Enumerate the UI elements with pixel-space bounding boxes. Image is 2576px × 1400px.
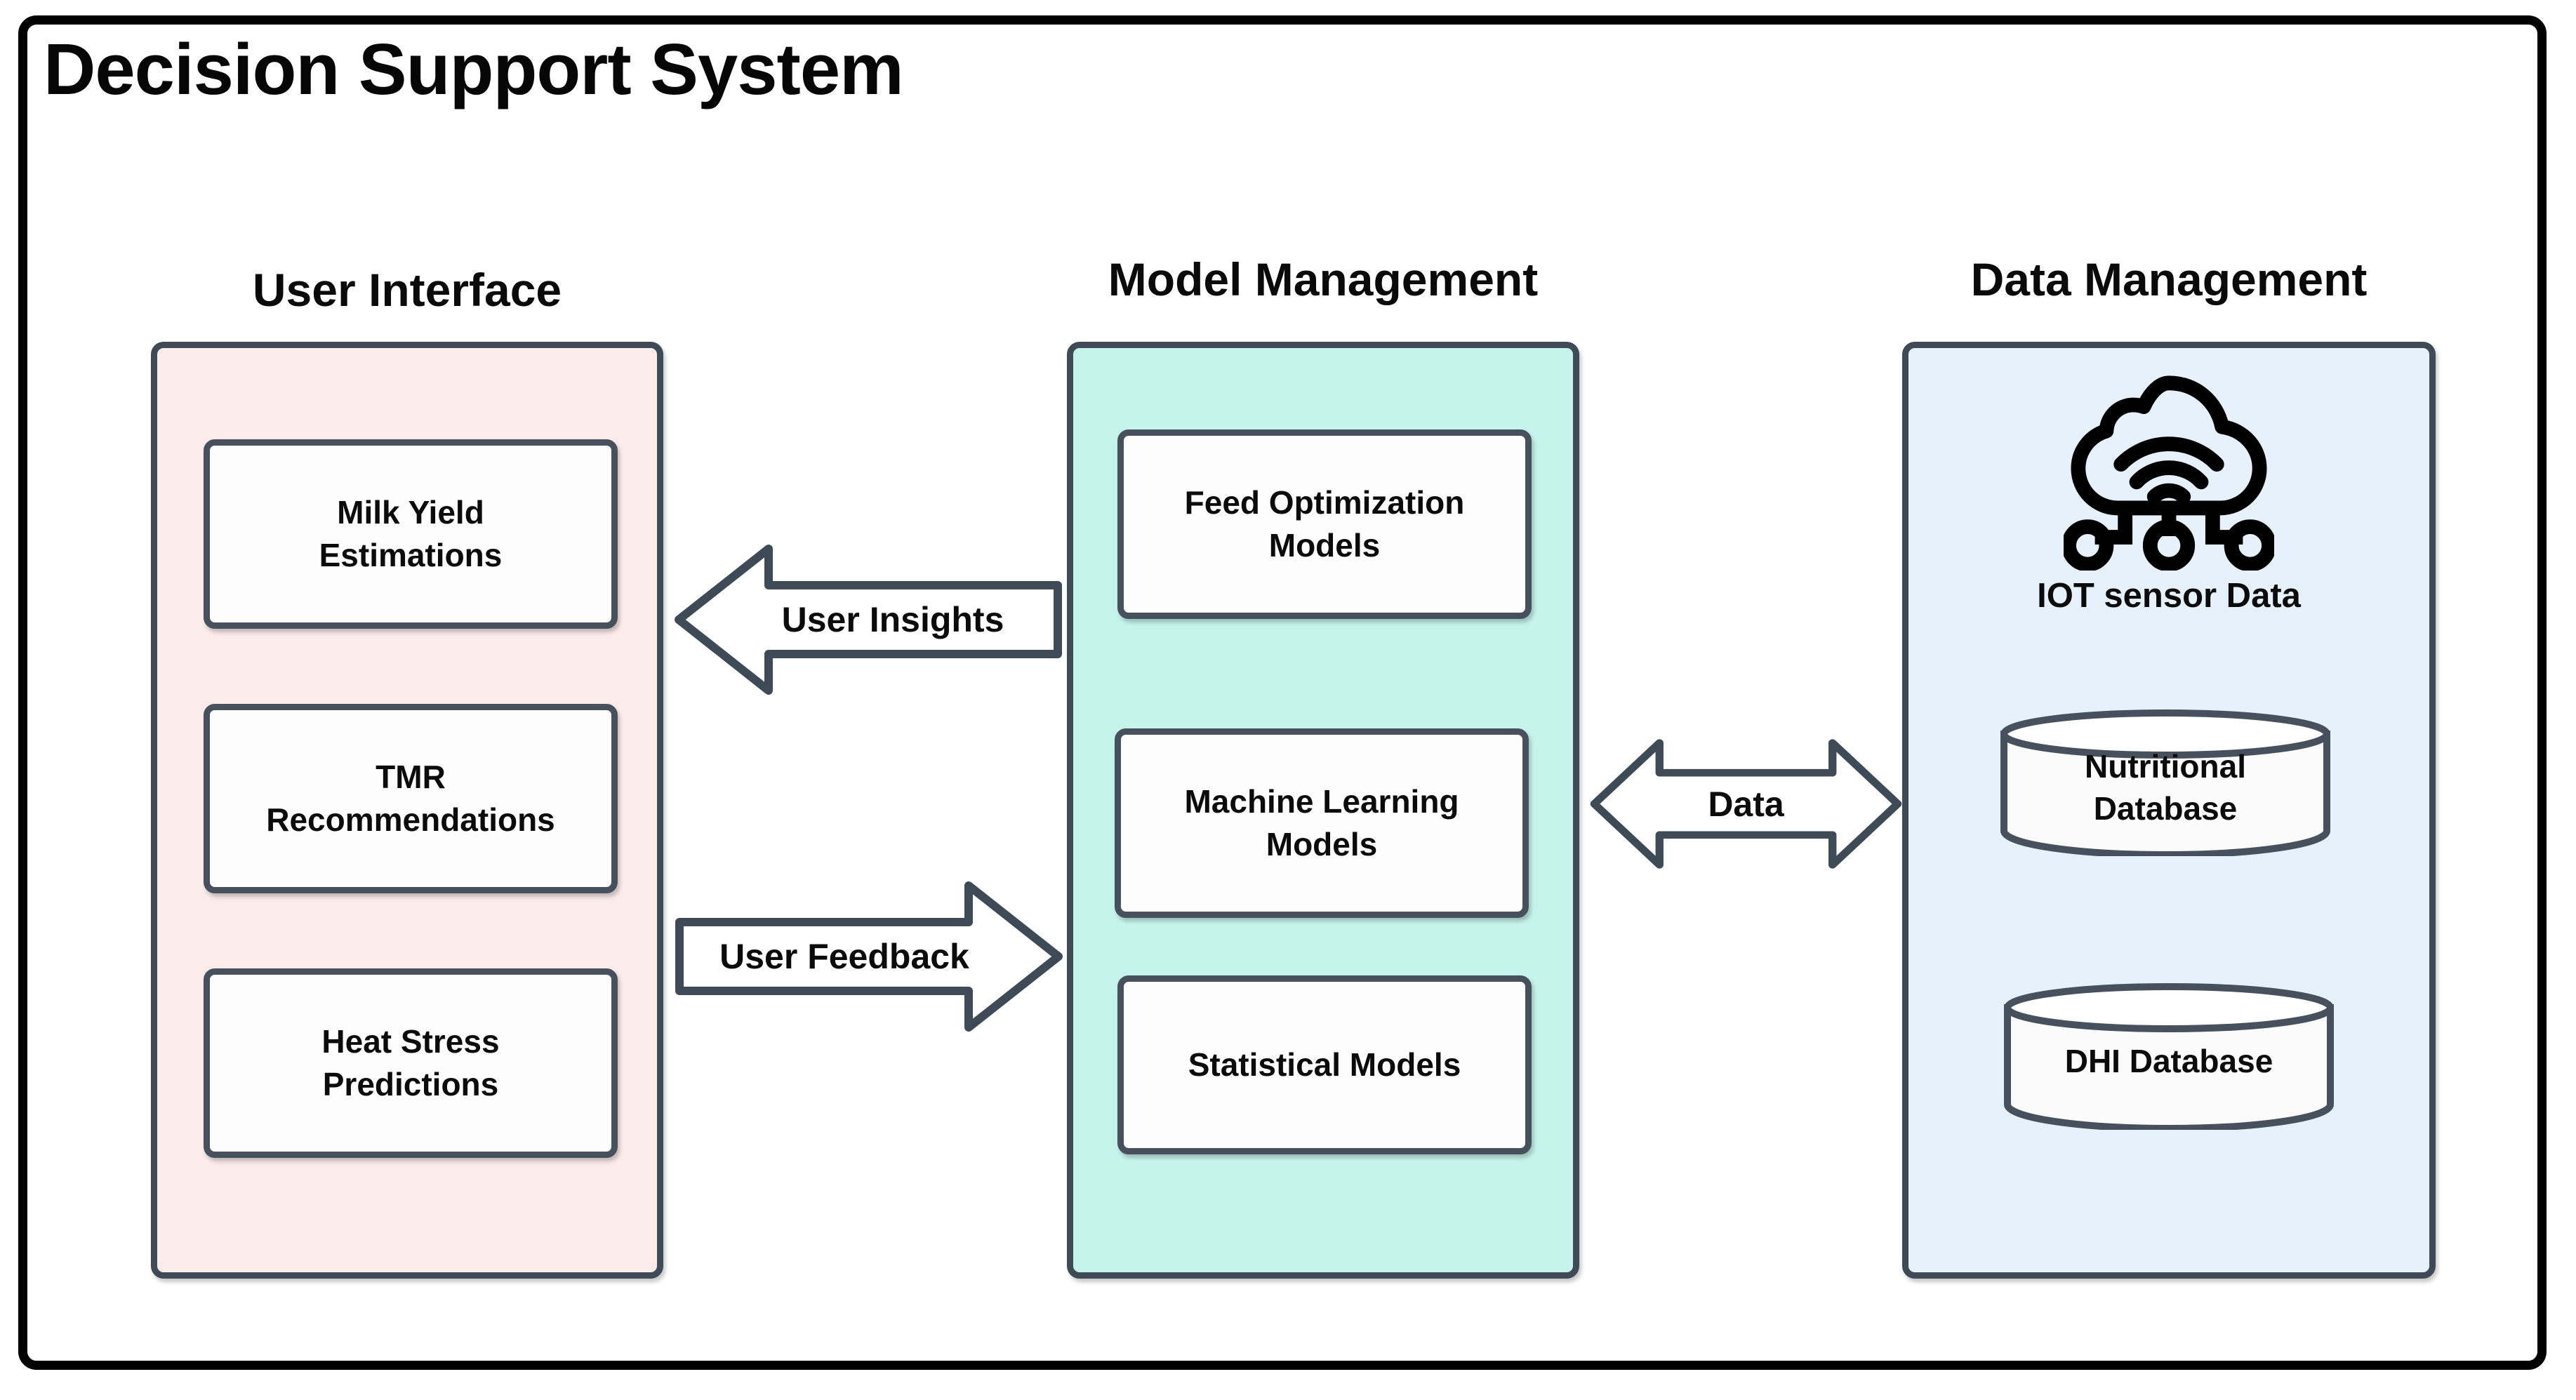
double-arrow-icon	[1590, 739, 1902, 869]
left-arrow-icon	[675, 545, 1062, 695]
user-interface-group-title: User Interface	[252, 264, 562, 316]
node-statistical-models[interactable]: Statistical Models	[1117, 975, 1532, 1154]
arrow-user-feedback: User Feedback	[674, 876, 1067, 1037]
database-cylinder-shape	[2004, 983, 2334, 1130]
data-management-group-title: Data Management	[1970, 253, 2368, 305]
dhi-database-label: DHI Database	[2064, 1043, 2273, 1080]
arrow-data-label: Data	[1708, 784, 1784, 824]
node-label: Statistical Models	[1188, 1046, 1461, 1084]
iot-sensor-data-block: IOT sensor Data	[1937, 371, 2401, 615]
right-arrow-icon	[675, 881, 1063, 1032]
page-title: Decision Support System	[44, 29, 904, 109]
iot-sensor-data-label: IOT sensor Data	[2037, 577, 2301, 615]
database-cylinder-shape	[2000, 709, 2330, 856]
arrow-data: Data	[1586, 735, 1906, 872]
model-management-group-title: Model Management	[1108, 253, 1539, 305]
dhi-database-cylinder[interactable]: DHI Database	[2000, 982, 2337, 1130]
arrow-user-insights: User Insights	[670, 539, 1063, 700]
arrow-user-feedback-label: User Feedback	[719, 937, 969, 976]
arrow-user-insights-label: User Insights	[781, 600, 1004, 639]
cloud-wifi-iot-icon	[2064, 375, 2274, 571]
